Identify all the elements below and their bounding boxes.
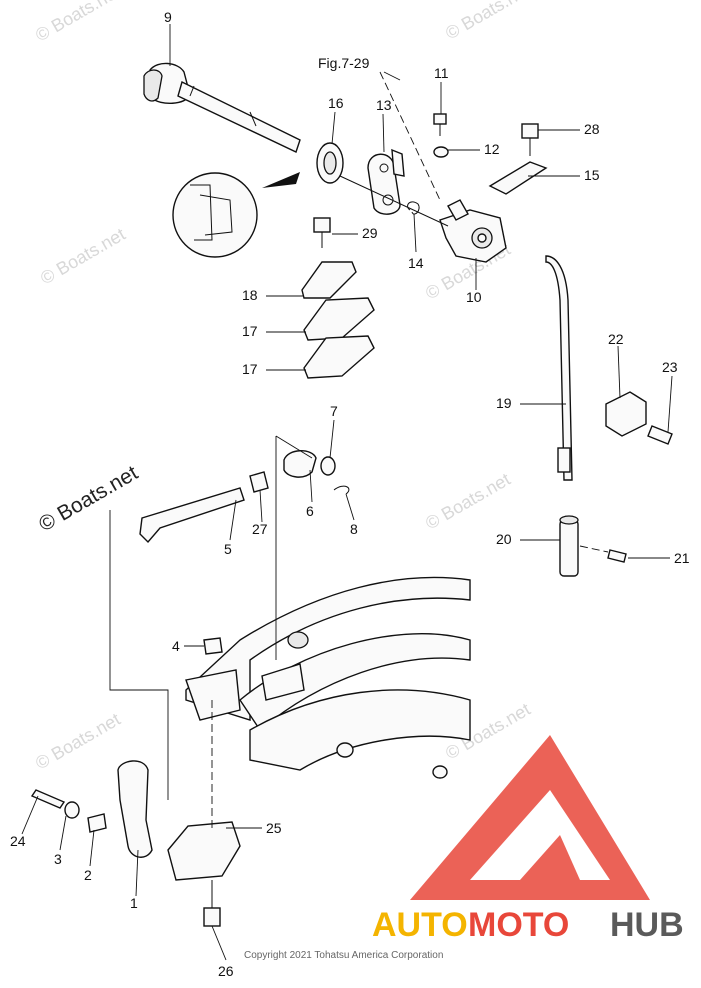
part-23-screw [647, 425, 673, 445]
callout-17: 17 [242, 323, 258, 339]
callout-19: 19 [496, 395, 512, 411]
callout-26: 26 [218, 963, 234, 979]
rod-end [557, 447, 571, 473]
callout-16: 16 [328, 95, 344, 111]
part-7-washer [320, 456, 336, 476]
part-3-washer [64, 801, 80, 819]
part-17-plate-a [303, 297, 375, 341]
callout-25: 25 [266, 820, 282, 836]
part-24-bolt [30, 789, 66, 809]
callout-2: 2 [84, 867, 92, 883]
callout-27: 27 [252, 521, 268, 537]
watermark: © Boats.net [32, 0, 124, 45]
part-20-joint [559, 515, 579, 577]
callout-4: 4 [172, 638, 180, 654]
part-10-link [339, 175, 507, 263]
callout-18: 18 [242, 287, 258, 303]
leader-lines [21, 24, 673, 961]
part-18-plate [301, 261, 357, 299]
brand-auto: AUTO [372, 906, 468, 944]
part-16-seal [316, 142, 344, 184]
callout-15: 15 [584, 167, 600, 183]
callout-5: 5 [224, 541, 232, 557]
brand-wordmark: AUTO MOTO HUB [372, 906, 684, 944]
part-4-nut [203, 637, 223, 655]
part-1-lever [117, 760, 153, 858]
callout-11: 11 [434, 65, 449, 81]
callout-6: 6 [306, 503, 314, 519]
part-21-pin [607, 549, 627, 563]
part-29-bolt [313, 217, 331, 248]
callout-13: 13 [376, 97, 392, 113]
brand-moto: MOTO [468, 906, 569, 944]
callout-24: 24 [10, 833, 26, 849]
part-2-spacer [87, 813, 107, 833]
part-13-arm [367, 148, 405, 215]
bracket-assembly [185, 576, 471, 779]
watermark: © Boats.net [422, 469, 514, 533]
callout-8: 8 [350, 521, 358, 537]
callout-1: 1 [130, 895, 138, 911]
callout-21: 21 [674, 550, 690, 566]
callout-23: 23 [662, 359, 678, 375]
part-9-shaft [143, 62, 301, 153]
callout-29: 29 [362, 225, 378, 241]
part-11-screw [433, 113, 447, 136]
part-6-collar [283, 450, 317, 478]
callout-22: 22 [608, 331, 624, 347]
part-28-bolt [521, 123, 539, 156]
figure-reference: Fig.7-29 [318, 55, 370, 71]
callout-12: 12 [484, 141, 500, 157]
watermark: © Boats.net [442, 0, 534, 43]
callout-28: 28 [584, 121, 600, 137]
part-14-clip [407, 201, 420, 215]
brand-hub: HUB [610, 906, 684, 944]
part-27-nut [249, 471, 269, 493]
callout-20: 20 [496, 531, 512, 547]
part-17-plate-b [303, 335, 375, 379]
callout-10: 10 [466, 289, 482, 305]
callout-7: 7 [330, 403, 338, 419]
part-25-block [167, 821, 241, 881]
automotohub-logo-icon [410, 735, 650, 900]
detail-view-circle [172, 172, 300, 258]
reference-lines [109, 71, 441, 830]
watermark: © Boats.net [32, 709, 124, 773]
part-15-plate [488, 161, 548, 195]
watermark-main: © Boats.net [35, 461, 142, 536]
copyright-notice: Copyright 2021 Tohatsu America Corporati… [244, 950, 443, 961]
part-5-rod [139, 487, 245, 544]
watermark: © Boats.net [37, 224, 129, 288]
part-22-block [605, 391, 647, 437]
callout-labels: Fig.7-29 9 16 13 11 12 28 15 29 14 10 18… [10, 9, 690, 979]
part-26-bolt [203, 880, 221, 927]
callout-14: 14 [408, 255, 424, 271]
callout-9: 9 [164, 9, 172, 25]
callout-3: 3 [54, 851, 62, 867]
part-12-washer [433, 146, 449, 158]
part-8-clip [333, 485, 350, 495]
part-19-rod [545, 255, 573, 481]
callout-17: 17 [242, 361, 258, 377]
